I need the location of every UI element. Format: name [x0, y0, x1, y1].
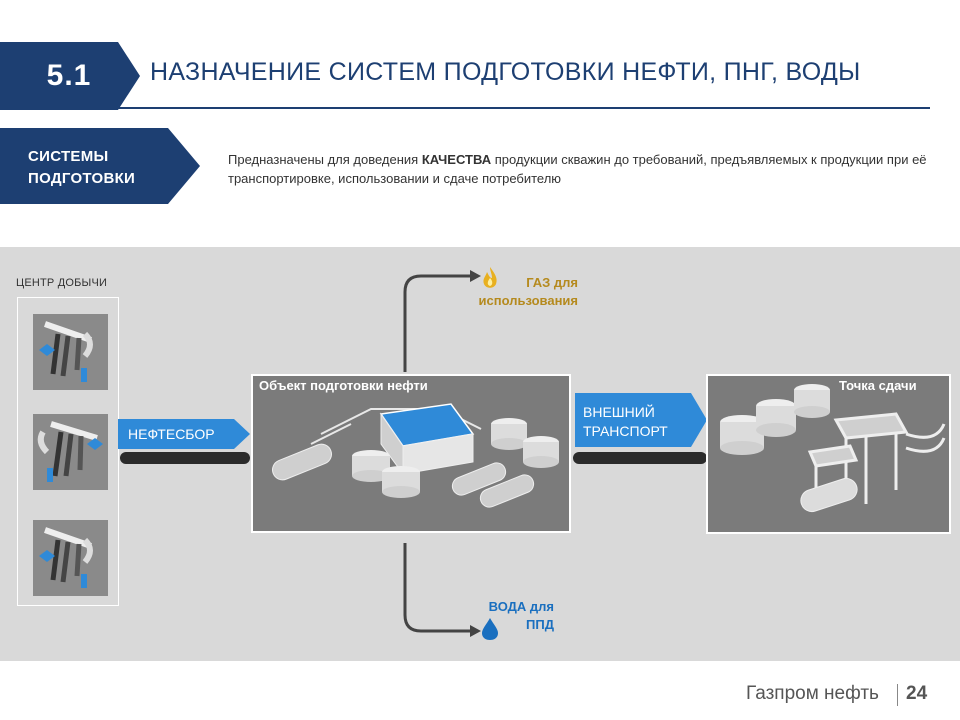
- tank-icon: [720, 415, 764, 455]
- pumpjack-icon: [39, 321, 93, 382]
- section-number: 5.1: [46, 59, 92, 92]
- processing-facility-title: Объект подготовки нефти: [259, 378, 428, 393]
- systems-badge-label: СИСТЕМЫ ПОДГОТОВКИ: [28, 148, 136, 187]
- pumpjack-icon: [39, 527, 93, 588]
- gas-output-label: ГАЗ для использования: [478, 275, 579, 308]
- footer-brand: Газпром нефть: [746, 683, 879, 704]
- flame-icon: [483, 267, 497, 288]
- gathering-chevron: [118, 419, 250, 449]
- delivery-point-illustration: [720, 384, 946, 513]
- pipe-icon: [120, 452, 250, 464]
- delivery-point-title: Точка сдачи: [839, 378, 917, 393]
- pumpjack-icon: [37, 421, 103, 482]
- well-tile: [33, 314, 108, 390]
- tank-icon: [352, 450, 390, 482]
- pipe-icon: [573, 452, 707, 464]
- tank-icon: [523, 436, 559, 468]
- transport-label: ВНЕШНИЙ ТРАНСПОРТ: [583, 404, 668, 439]
- well-tile: [33, 520, 108, 596]
- water-drop-icon: [482, 618, 498, 640]
- tank-icon: [382, 466, 420, 498]
- page-number: 24: [906, 683, 928, 704]
- tank-icon: [756, 399, 796, 437]
- pipe-icon: [272, 443, 332, 481]
- gathering-label: НЕФТЕСБОР: [128, 426, 215, 442]
- tank-icon: [491, 418, 527, 450]
- well-tile: [33, 414, 108, 490]
- tank-icon: [794, 384, 830, 418]
- production-center-frame: [17, 297, 119, 606]
- title-divider: [100, 107, 930, 109]
- systems-badge: [0, 128, 200, 204]
- pipe-icon: [800, 477, 858, 513]
- processing-facility-illustration: [272, 403, 559, 508]
- section-badge: [0, 42, 140, 110]
- footer-separator: [897, 684, 898, 706]
- production-center-label: ЦЕНТР ДОБЫЧИ: [16, 277, 108, 289]
- pipe-icon: [451, 462, 507, 496]
- page-title: НАЗНАЧЕНИЕ СИСТЕМ ПОДГОТОВКИ НЕФТИ, ПНГ,…: [150, 58, 861, 86]
- pipe-icon: [479, 474, 535, 508]
- intro-description: Предназначены для доведения КАЧЕСТВА про…: [228, 152, 927, 186]
- transport-chevron: [575, 393, 707, 447]
- water-output-label: ВОДА для ППД: [488, 599, 554, 632]
